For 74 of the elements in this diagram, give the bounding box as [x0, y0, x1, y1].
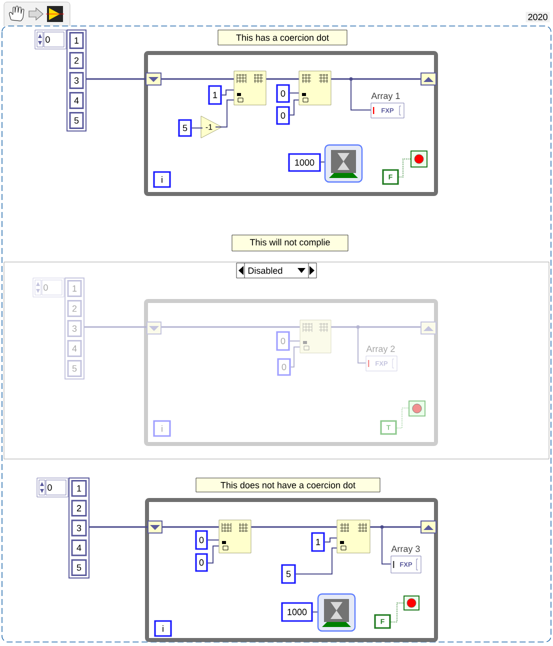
shift-register: [420, 520, 436, 534]
while-loop: [145, 498, 438, 642]
while-loop: [144, 51, 438, 196]
numeric-constant: 1000: [281, 602, 313, 622]
stop-terminal: [404, 596, 420, 610]
array-function-block: [218, 520, 252, 554]
shift-register: [146, 322, 162, 334]
numeric-constant: 1000: [288, 153, 321, 172]
wire: [330, 326, 366, 364]
numeric-constant: 0: [276, 331, 290, 351]
wire: [398, 158, 411, 178]
wire: [331, 78, 420, 80]
numeric-constant: 0: [276, 106, 290, 125]
wire: [207, 546, 220, 564]
wire: [221, 90, 234, 96]
numeric-constant: 5: [281, 564, 296, 584]
wire: [86, 78, 146, 80]
wire: [396, 408, 409, 428]
array-constant: 0 1 2 3 4 5: [32, 278, 84, 380]
stop-terminal: [410, 150, 428, 168]
numeric-constant: 0: [195, 530, 208, 550]
numeric-constant: 1: [311, 532, 325, 552]
wire: [370, 526, 420, 528]
shift-register: [420, 72, 436, 86]
node-label: Array 2: [366, 346, 395, 354]
iteration-terminal: i: [153, 420, 171, 437]
wire: [162, 326, 300, 328]
wire: [290, 346, 300, 368]
wire: [84, 326, 146, 328]
wire: [266, 78, 299, 80]
numeric-constant: 0: [276, 84, 290, 103]
wire: [89, 526, 148, 528]
shift-register: [420, 322, 436, 334]
wait-block: [324, 144, 363, 183]
decrement-function: -1: [200, 116, 222, 138]
array-constant: 0 1 2 3 4 5: [36, 478, 90, 578]
wire: [289, 100, 300, 116]
wait-block: [317, 593, 356, 632]
numeric-constant: 0: [277, 358, 291, 376]
wire: [251, 526, 337, 528]
node-label: Array 3: [391, 546, 420, 554]
wire: [331, 326, 420, 328]
wire: [289, 340, 300, 342]
array-constant: 0 1 2 3 4 5: [34, 30, 86, 132]
comment-box: This has a coercion dot: [218, 30, 348, 46]
wire: [162, 526, 219, 528]
array-function-block: [298, 70, 332, 106]
numeric-constant: 5: [178, 119, 192, 137]
numeric-constant: 0: [195, 553, 208, 572]
shift-register: [146, 72, 162, 86]
wire: [289, 92, 300, 94]
while-loop: [144, 299, 438, 446]
node-label: 0: [46, 36, 50, 43]
node-label: Array 1: [371, 92, 400, 101]
shift-register: [148, 520, 162, 534]
version-label: 2020: [526, 12, 550, 22]
comment-box: This does not have a coercion dot: [196, 478, 380, 492]
stop-terminal: [408, 400, 426, 416]
wire: [162, 78, 234, 80]
comment-box: This will not complie: [232, 234, 348, 252]
wire: [370, 526, 392, 564]
array-function-block: [234, 70, 266, 106]
array-function-block: [300, 320, 332, 354]
node-label: 0: [48, 484, 52, 491]
array-function-block: [336, 520, 370, 554]
numeric-constant: 1: [208, 85, 222, 105]
wire: [330, 78, 372, 110]
iteration-terminal: i: [153, 171, 171, 188]
wire: [390, 602, 404, 622]
node-label: 0: [44, 284, 48, 291]
wire: [215, 100, 234, 128]
wire: [324, 538, 338, 542]
iteration-terminal: i: [154, 620, 172, 637]
wire: [295, 548, 338, 574]
